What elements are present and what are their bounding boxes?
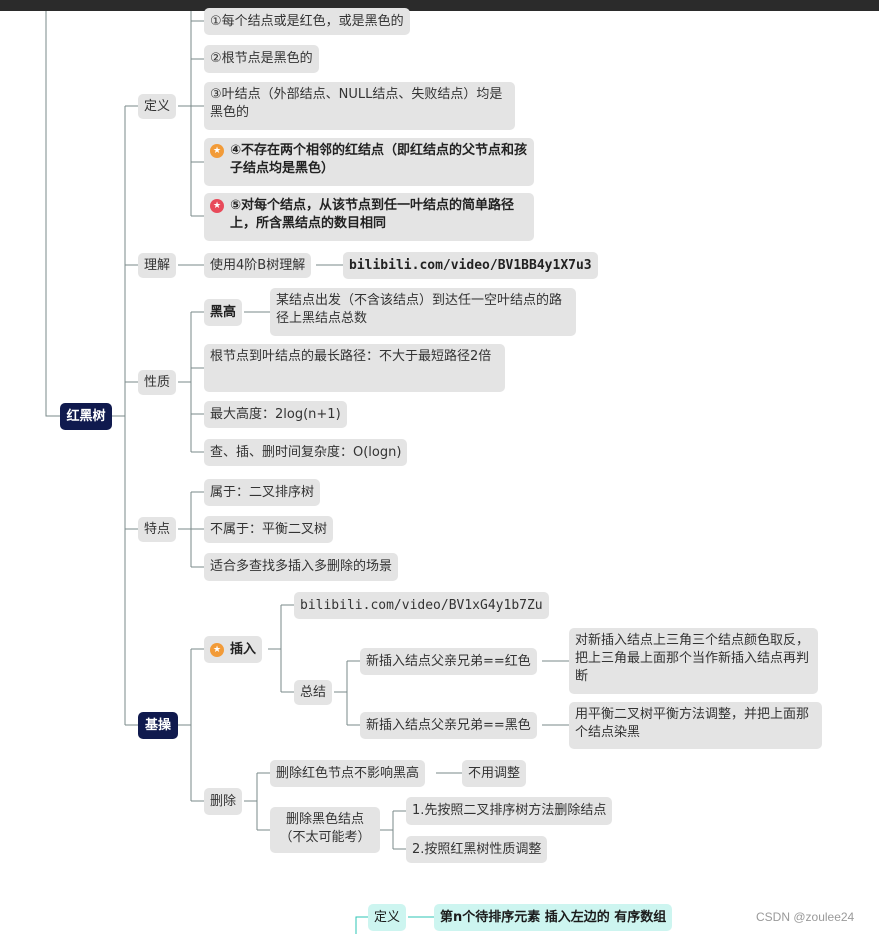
def-item-2[interactable]: ②根节点是黑色的 — [204, 45, 319, 73]
delete-step-2[interactable]: 2.按照红黑树性质调整 — [406, 836, 548, 863]
feature-item-2[interactable]: 不属于：平衡二叉树 — [204, 516, 334, 543]
feature-item-3[interactable]: 适合多查找多插入多删除的场景 — [204, 553, 399, 581]
prop-complexity[interactable]: 查、插、删时间复杂度：O(logn) — [204, 439, 408, 466]
feature-item-1[interactable]: 属于：二叉排序树 — [204, 479, 321, 506]
prop-longest-path-text: 根节点到叶结点的最长路径：不大于最短路径2倍 — [210, 349, 492, 364]
branch-understand[interactable]: 理解 — [138, 253, 177, 278]
delete-red[interactable]: 删除红色节点不影响黑高 — [270, 760, 426, 787]
def-item-4[interactable]: ★ ④不存在两个相邻的红结点（即红结点的父节点和孩子结点均是黑色） — [204, 138, 534, 186]
insert-case-black-action-text: 用平衡二叉树平衡方法调整，并把上面那个结点染黑 — [575, 707, 810, 740]
insert-label: 插入 — [230, 641, 257, 657]
insert-case-red-action[interactable]: 对新插入结点上三角三个结点颜色取反，把上三角最上面那个当作新插入结点再判断 — [569, 628, 818, 694]
insert-link[interactable]: bilibili.com/video/BV1xG4y1b7Zu — [294, 592, 549, 619]
delete-red-action[interactable]: 不用调整 — [462, 760, 527, 787]
insert-case-black[interactable]: 新插入结点父亲兄弟==黑色 — [360, 712, 537, 739]
insert-summary[interactable]: 总结 — [294, 680, 333, 705]
insert-case-red[interactable]: 新插入结点父亲兄弟==红色 — [360, 648, 537, 675]
branch-properties[interactable]: 性质 — [138, 370, 177, 395]
insert-case-red-action-text: 对新插入结点上三角三个结点颜色取反，把上三角最上面那个当作新插入结点再判断 — [575, 633, 810, 684]
def-item-3[interactable]: ③叶结点（外部结点、NULL结点、失败结点）均是黑色的 — [204, 82, 515, 130]
window-top-bar — [0, 0, 879, 11]
def-item-4-text: ④不存在两个相邻的红结点（即红结点的父节点和孩子结点均是黑色） — [230, 143, 528, 176]
understand-link[interactable]: bilibili.com/video/BV1BB4y1X7u3 — [343, 252, 598, 279]
def-item-1[interactable]: ①每个结点或是红色，或是黑色的 — [204, 8, 410, 35]
star-badge-orange-icon: ★ — [210, 642, 224, 657]
delete-black[interactable]: 删除黑色结点（不太可能考） — [270, 807, 380, 853]
branch-definition[interactable]: 定义 — [138, 94, 177, 119]
understand-method[interactable]: 使用4阶B树理解 — [204, 253, 312, 278]
root-node[interactable]: 红黑树 — [60, 403, 112, 430]
prop-black-height-desc[interactable]: 某结点出发（不含该结点）到达任一空叶结点的路径上黑结点总数 — [270, 288, 576, 336]
def-item-3-text: ③叶结点（外部结点、NULL结点、失败结点）均是黑色的 — [210, 87, 503, 120]
star-badge-orange-icon: ★ — [210, 144, 224, 158]
delete-step-1[interactable]: 1.先按照二叉排序树方法删除结点 — [406, 797, 613, 825]
prop-max-height[interactable]: 最大高度：2log(n+1) — [204, 401, 347, 428]
prop-black-height[interactable]: 黑高 — [204, 299, 243, 326]
def-item-5[interactable]: ★ ⑤对每个结点，从该节点到任一叶结点的简单路径上，所含黑结点的数目相同 — [204, 193, 534, 241]
delete-node[interactable]: 删除 — [204, 788, 243, 815]
delete-black-text: 删除黑色结点（不太可能考） — [279, 812, 371, 845]
branch-features[interactable]: 特点 — [138, 517, 177, 542]
branch-operations[interactable]: 基操 — [138, 712, 178, 739]
prop-black-height-desc-text: 某结点出发（不含该结点）到达任一空叶结点的路径上黑结点总数 — [276, 293, 563, 326]
def-item-5-text: ⑤对每个结点，从该节点到任一叶结点的简单路径上，所含黑结点的数目相同 — [230, 198, 515, 231]
next-definition[interactable]: 定义 — [368, 904, 407, 931]
insert-case-black-action[interactable]: 用平衡二叉树平衡方法调整，并把上面那个结点染黑 — [569, 702, 822, 749]
next-definition-text[interactable]: 第n个待排序元素 插入左边的 有序数组 — [434, 904, 673, 931]
star-badge-red-icon: ★ — [210, 199, 224, 213]
prop-longest-path[interactable]: 根节点到叶结点的最长路径：不大于最短路径2倍 — [204, 344, 505, 392]
insert-node[interactable]: ★ 插入 — [204, 636, 263, 663]
watermark: CSDN @zoulee24 — [756, 910, 855, 924]
